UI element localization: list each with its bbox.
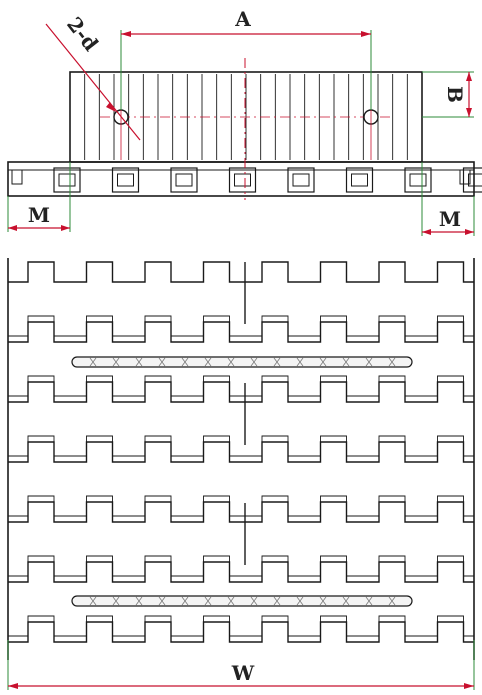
hinge-rod-hatch: [273, 596, 281, 606]
hole-leader-line: [45, 23, 141, 141]
side-view: A 2-d B M M: [7, 7, 482, 236]
hinge-rod-hatch: [89, 357, 97, 367]
base-link-window: [234, 173, 251, 187]
module-row-edge-offset: [8, 615, 474, 637]
hinge-rod: [71, 356, 413, 368]
module-row-edge: [8, 621, 474, 643]
hinge-rod-hatch: [273, 357, 281, 367]
hinge-rod-hatch: [250, 357, 258, 367]
base-end-left: [11, 169, 23, 185]
m-right-arrow-a: [422, 229, 431, 235]
dimension-m-left-label: M: [28, 203, 50, 227]
m-left-arrow-a: [8, 225, 17, 231]
a-arrow-left: [121, 31, 131, 37]
m-right-arrow-b: [465, 229, 474, 235]
hinge-rod-hatch: [227, 357, 235, 367]
base-link-window: [351, 173, 368, 187]
base-end-right: [459, 169, 471, 185]
hinge-rod-hatch: [319, 596, 327, 606]
module-rows: [8, 261, 474, 643]
hinge-rod: [71, 595, 413, 607]
hinge-rod-hatch: [319, 357, 327, 367]
module-row-edge: [8, 321, 474, 343]
base-link: [287, 167, 315, 193]
base-link: [462, 167, 482, 193]
module-row-edge-offset: [8, 495, 474, 517]
hinge-rod-hatch: [250, 596, 258, 606]
b-arrow-top: [466, 72, 472, 81]
hinge-rod-hatch: [365, 357, 373, 367]
hinge-rod-hatch: [181, 357, 189, 367]
base-link: [170, 167, 198, 193]
dimension-w-label: W: [231, 661, 255, 685]
hinge-rods: [71, 356, 413, 607]
hinge-rod-hatch: [112, 596, 120, 606]
module-row-edge-offset: [8, 555, 474, 577]
hole-diameter-label: 2-d: [62, 12, 103, 55]
hinge-rod-hatch: [204, 596, 212, 606]
module-row-edge: [8, 261, 474, 283]
hinge-rod-hatch: [135, 357, 143, 367]
module-row-edge: [8, 501, 474, 523]
hinge-rod-hatch: [342, 357, 350, 367]
hole-leader-arrow: [106, 102, 116, 112]
dimension-m-right-label: M: [439, 207, 461, 231]
base-link: [111, 167, 140, 193]
base-link: [228, 167, 257, 193]
w-arrow-left: [8, 683, 18, 689]
hinge-rod-hatch: [135, 596, 143, 606]
module-row-edge-offset: [8, 435, 474, 457]
hinge-rod-hatch: [158, 596, 166, 606]
base-link: [404, 167, 432, 193]
base-link-window: [175, 173, 193, 187]
base-link: [53, 167, 81, 193]
hinge-rod-hatch: [158, 357, 166, 367]
dimension-b-label: B: [443, 86, 467, 103]
a-arrow-right: [361, 31, 371, 37]
base-link: [345, 167, 374, 193]
module-row-edge: [8, 561, 474, 583]
hinge-rod-hatch: [388, 596, 396, 606]
module-row-edge-offset: [8, 375, 474, 397]
base-link-window: [117, 173, 134, 187]
hinge-rod-hatch: [296, 357, 304, 367]
module-row-edge: [8, 441, 474, 463]
hinge-rod-hatch: [181, 596, 189, 606]
base-links: [11, 167, 482, 193]
hinge-rod-hatch: [89, 596, 97, 606]
w-arrow-right: [464, 683, 474, 689]
base-link-window: [292, 173, 310, 187]
hinge-rod-hatch: [204, 357, 212, 367]
b-arrow-bottom: [466, 108, 472, 117]
base-link-window: [409, 173, 427, 187]
base-link-window: [468, 173, 482, 187]
plan-view: W: [7, 258, 475, 690]
hinge-rod-hatch: [227, 596, 235, 606]
hinge-rod-hatch: [296, 596, 304, 606]
module-row-edge-offset: [8, 315, 474, 337]
base-link-window: [58, 173, 76, 187]
hinge-rod-hatch: [342, 596, 350, 606]
module-row-edge: [8, 381, 474, 403]
hinge-rod-hatch: [112, 357, 120, 367]
hinge-rod-hatch: [388, 357, 396, 367]
base-strip: [7, 161, 475, 197]
dimension-a-label: A: [234, 7, 251, 31]
hinge-rod-hatch: [365, 596, 373, 606]
m-left-arrow-b: [61, 225, 70, 231]
